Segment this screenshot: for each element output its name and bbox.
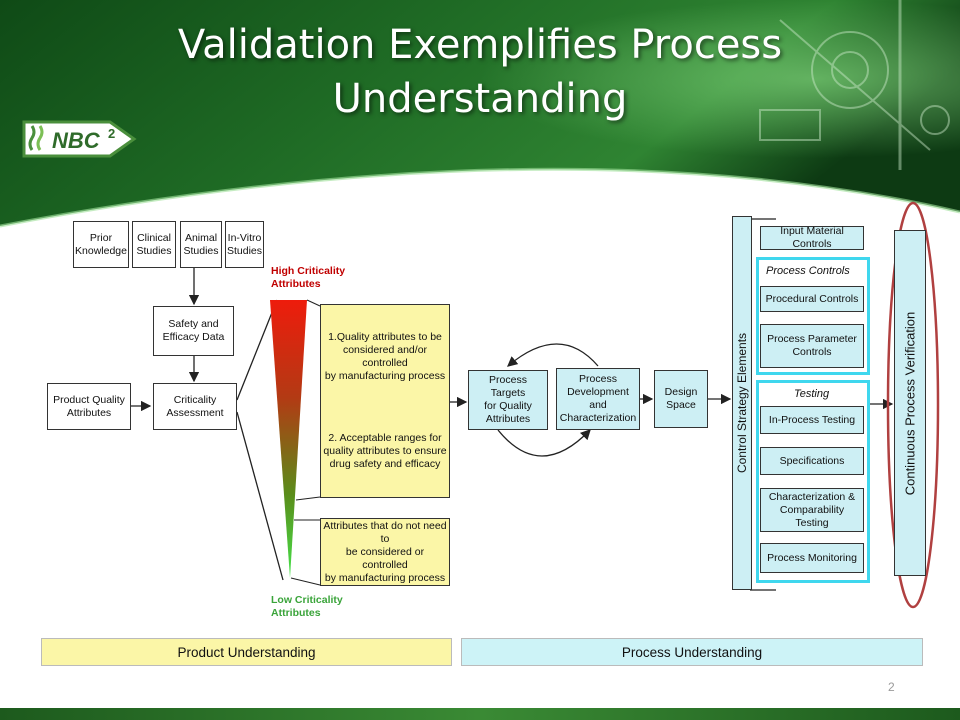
quality-p2-line-3: drug safety and efficacy: [329, 457, 441, 470]
quality-attributes-box: 1.Quality attributes to be considered an…: [320, 304, 450, 498]
cpv-highlight-oval: [886, 201, 940, 609]
testing-label: Testing: [794, 388, 830, 400]
design-line-1: Design: [664, 386, 698, 398]
design-line-2: Space: [666, 399, 696, 411]
product-understanding-bar: Product Understanding: [41, 638, 452, 666]
attr-line-3: by manufacturing process: [324, 571, 446, 584]
pqa-line-2: Attributes: [66, 406, 112, 419]
safety-line-2: Efficacy Data: [162, 331, 225, 343]
source-line-2: Studies: [226, 244, 263, 257]
quality-p1-line-2: considered and/or controlled: [342, 344, 428, 370]
product-understanding-label: Product Understanding: [177, 644, 316, 660]
process-controls-label: Process Controls: [766, 265, 850, 277]
source-line-2: Studies: [136, 244, 172, 257]
quality-p2-line-1: 2. Acceptable ranges for: [328, 431, 442, 444]
procedural-controls-box: Procedural Controls: [760, 286, 864, 312]
high-line-2: Attributes: [271, 278, 321, 290]
in-process-testing-box: In-Process Testing: [760, 406, 864, 434]
control-strategy-elements-label: Control Strategy Elements: [735, 332, 749, 474]
procedural-controls-label: Procedural Controls: [765, 292, 859, 305]
wedge-line-4: [290, 577, 321, 586]
process-development-box: Process Development and Characterization: [556, 368, 640, 430]
quality-paragraph-1: 1.Quality attributes to be considered an…: [323, 331, 447, 383]
quality-p1-line-1: 1.Quality attributes to be: [328, 331, 442, 344]
pqa-line-1: Product Quality: [53, 393, 125, 406]
source-line-1: In-Vitro: [227, 231, 262, 244]
quality-paragraph-2: 2. Acceptable ranges for quality attribu…: [323, 432, 446, 471]
low-line-2: Attributes: [271, 607, 321, 619]
title-line-2: Understanding: [332, 76, 628, 122]
low-line-1: Low Criticality: [271, 594, 343, 606]
targets-line-1: Process Targets: [489, 374, 527, 399]
source-line-1: Clinical: [137, 231, 171, 244]
input-material-controls-box: Input Material Controls: [760, 225, 864, 250]
process-monitoring-box: Process Monitoring: [760, 543, 864, 573]
characterization-testing-box: Characterization & Comparability Testing: [760, 488, 864, 532]
control-strategy-elements-bar: [732, 216, 752, 590]
arc-development-to-targets: [507, 343, 599, 367]
development-line-2: Development and: [567, 386, 629, 411]
quality-p2-line-2: quality attributes to ensure: [323, 444, 447, 457]
title-line-1: Validation Exemplifies Process: [177, 22, 783, 68]
wedge-line-2: [295, 496, 321, 501]
slide-header: Validation Exemplifies Process Understan…: [0, 0, 960, 230]
process-controls-group: [756, 257, 870, 375]
char-line-1: Characterization &: [768, 490, 856, 503]
page-number: 2: [888, 680, 895, 694]
source-line-1: Prior: [89, 231, 113, 244]
non-critical-attributes-box: Attributes that do not need to be consid…: [320, 518, 450, 586]
logo-text: NBC: [52, 128, 101, 153]
process-understanding-label: Process Understanding: [621, 644, 763, 660]
continuous-process-verification-bar: [894, 230, 926, 576]
targets-line-3: Attributes: [485, 413, 531, 425]
criticality-gradient-wedge: [270, 300, 307, 578]
source-line-2: Studies: [183, 244, 219, 257]
attr-line-2: be considered or controlled: [345, 545, 425, 571]
logo-superscript: 2: [108, 126, 115, 141]
high-line-1: High Criticality: [271, 265, 346, 277]
wedge-line-1: [306, 299, 321, 307]
slide-title: Validation Exemplifies Process Understan…: [0, 18, 960, 126]
quality-p1-line-3: by manufacturing process: [324, 370, 446, 383]
footer-band: [0, 708, 960, 720]
design-space-box: Design Space: [654, 370, 708, 428]
nbc2-logo: NBC 2: [22, 120, 137, 158]
targets-line-2: for Quality: [484, 400, 532, 412]
testing-group: [756, 380, 870, 583]
specifications-label: Specifications: [779, 454, 845, 467]
fan-line-bottom: [236, 411, 284, 581]
source-line-2: Knowledge: [75, 244, 127, 257]
fan-line-top: [236, 299, 278, 401]
process-understanding-bar: Process Understanding: [461, 638, 923, 666]
criticality-line-1: Criticality: [173, 393, 217, 406]
attr-line-1: Attributes that do not need to: [323, 519, 447, 545]
char-line-2: Comparability Testing: [779, 503, 845, 529]
process-monitoring-label: Process Monitoring: [767, 551, 857, 564]
development-line-1: Process: [579, 373, 617, 385]
parameter-line-1: Process Parameter: [767, 333, 857, 345]
in-process-testing-label: In-Process Testing: [768, 413, 856, 426]
process-parameter-controls-box: Process Parameter Controls: [760, 324, 864, 368]
parameter-line-2: Controls: [792, 346, 832, 358]
specifications-box: Specifications: [760, 447, 864, 475]
criticality-line-2: Assessment: [166, 406, 224, 419]
header-background: [0, 0, 960, 228]
arc-targets-to-development: [497, 429, 591, 457]
process-targets-box: Process Targets for Quality Attributes: [468, 370, 548, 430]
source-line-1: Animal: [184, 231, 218, 244]
development-line-3: Characterization: [559, 412, 637, 424]
safety-line-1: Safety and: [168, 318, 219, 330]
cpv-label: Continuous Process Verification: [902, 311, 918, 496]
input-material-label: Input Material Controls: [780, 225, 844, 250]
